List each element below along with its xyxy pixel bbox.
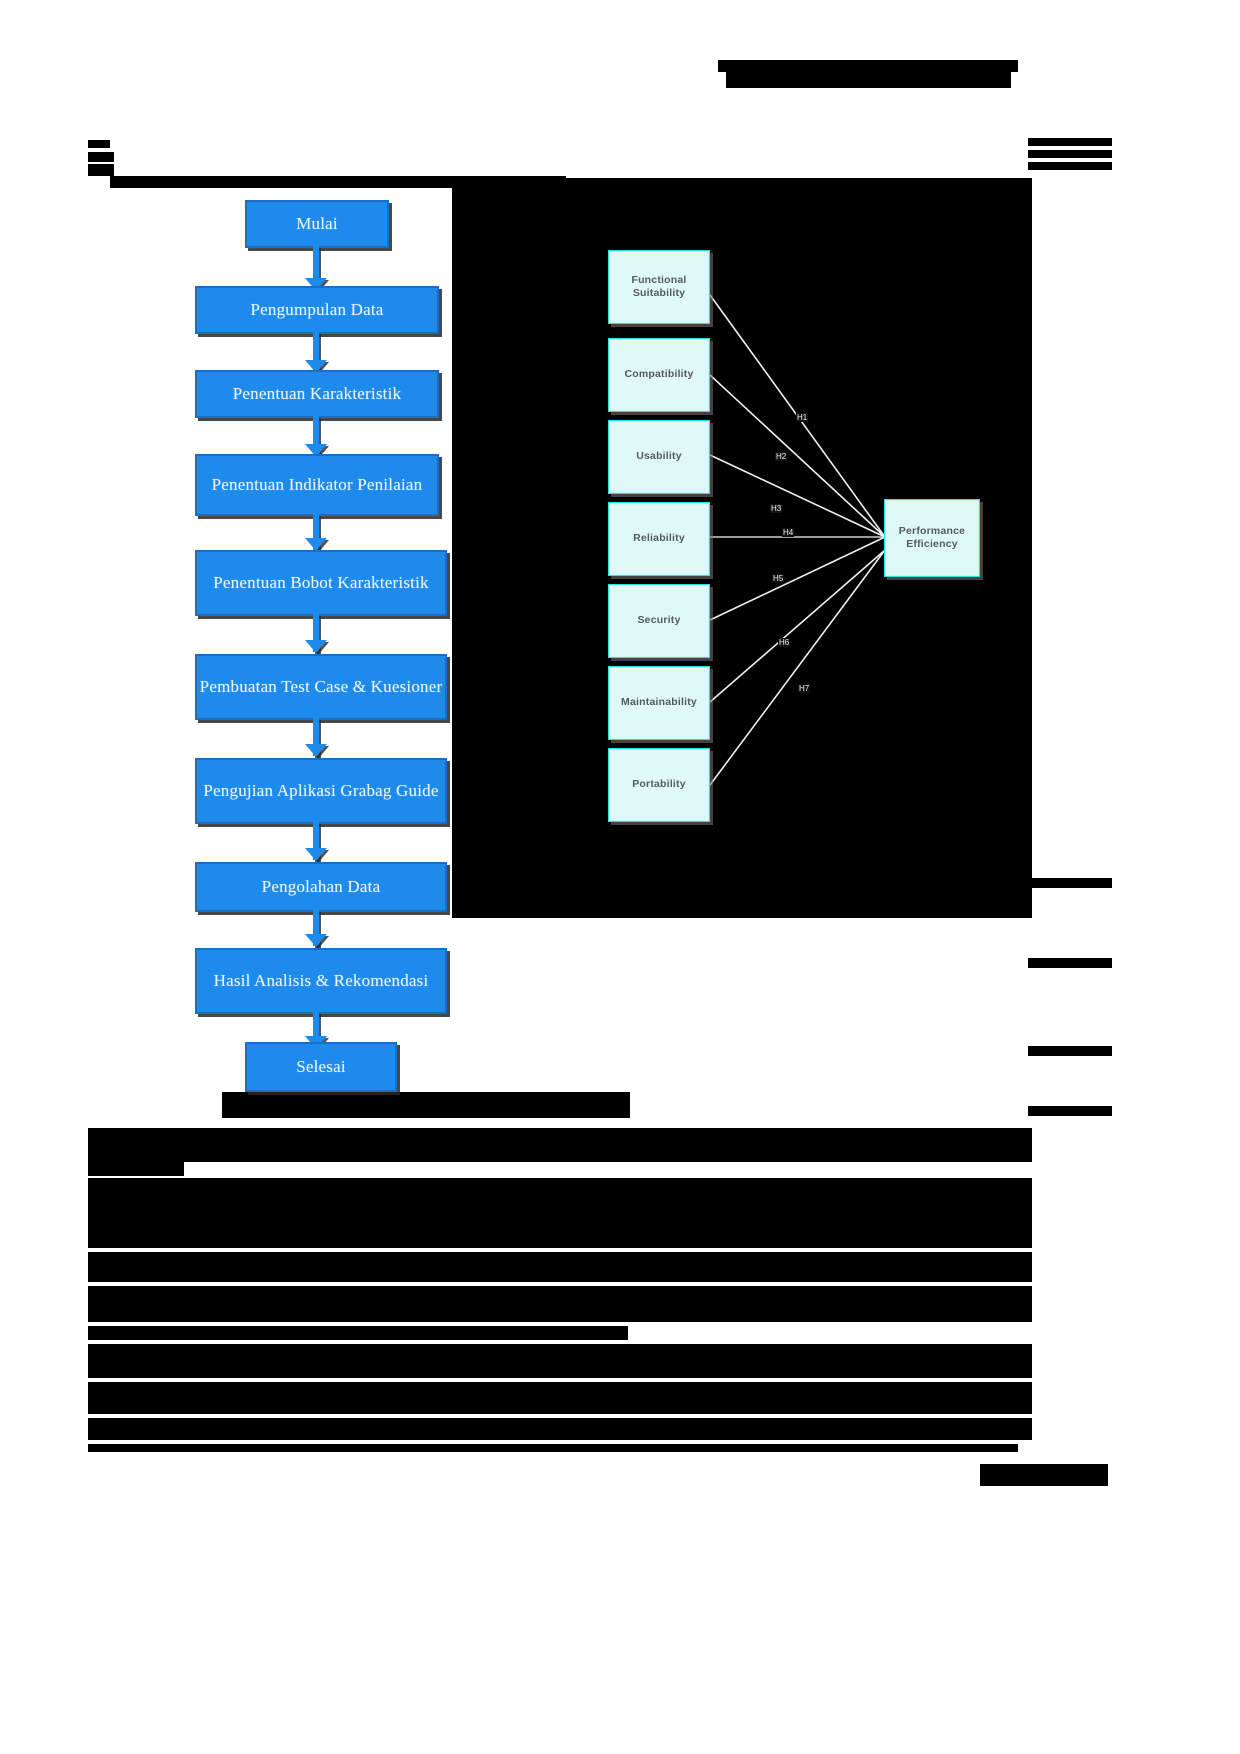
redaction-bar (88, 1326, 628, 1340)
flow-arrow (305, 614, 327, 653)
iso-box-label: Maintainability (621, 696, 697, 709)
edge-label-h3: H3 (770, 504, 783, 513)
iso-box-performance-efficiency: Performance Efficiency (884, 499, 980, 577)
edge-label-h5: H5 (772, 574, 785, 583)
flow-node-label: Penentuan Karakteristik (232, 384, 402, 404)
arrow-shaft (313, 910, 319, 946)
flow-arrow (305, 910, 327, 947)
iso-box-label: Security (637, 614, 681, 627)
redaction-bar (1028, 138, 1112, 146)
redaction-bar (88, 140, 110, 148)
flow-node-penentuan-indikator-penilaian: Penentuan Indikator Penilaian (195, 454, 439, 516)
iso-box-label: Portability (632, 778, 686, 791)
arrow-shaft (313, 416, 319, 456)
arrow-head (305, 538, 327, 551)
redaction-bar (88, 152, 114, 162)
redaction-bar (980, 1464, 1108, 1486)
redaction-bar (142, 1128, 1032, 1148)
arrow-head (305, 360, 327, 373)
iso-box-label: Functional Suitability (631, 273, 687, 299)
flow-node-pengolahan-data: Pengolahan Data (195, 862, 447, 912)
edge-label-h2: H2 (775, 452, 788, 461)
flow-node-hasil-analisis-rekomendasi: Hasil Analisis & Rekomendasi (195, 948, 447, 1014)
flow-node-selesai: Selesai (245, 1042, 397, 1092)
redaction-bar (88, 1418, 1032, 1440)
flow-node-label: Pengujian Aplikasi Grabag Guide (203, 781, 439, 801)
flow-node-label: Pembuatan Test Case & Kuesioner (199, 677, 443, 697)
arrow-shaft (313, 1012, 319, 1048)
arrow-head (305, 444, 327, 457)
flow-node-label: Penentuan Bobot Karakteristik (213, 573, 429, 593)
redaction-bar (88, 1382, 1032, 1414)
edge-label-h6: H6 (778, 638, 791, 647)
redaction-bar (1028, 1046, 1112, 1056)
arrow-shaft (313, 332, 319, 372)
redaction-bar (1028, 162, 1112, 170)
iso-box-usability: Usability (608, 420, 710, 494)
flow-node-pembuatan-test-case-kuesioner: Pembuatan Test Case & Kuesioner (195, 654, 447, 720)
edge-compatibility (709, 374, 886, 538)
flow-node-label: Pengumpulan Data (250, 300, 384, 320)
redaction-bar (1028, 1106, 1112, 1116)
flow-node-penentuan-karakteristik: Penentuan Karakteristik (195, 370, 439, 418)
edge-security (709, 536, 886, 621)
redaction-bar (88, 1162, 184, 1176)
redaction-bar (1028, 878, 1112, 888)
edge-label-h1: H1 (796, 413, 809, 422)
iso-box-label: Reliability (633, 532, 685, 545)
iso-box-label: Performance Efficiency (898, 524, 966, 550)
arrow-head (305, 640, 327, 653)
iso-box-reliability: Reliability (608, 502, 710, 576)
flow-node-label: Mulai (296, 214, 338, 234)
flow-node-pengumpulan-data: Pengumpulan Data (195, 286, 439, 334)
iso-box-maintainability: Maintainability (608, 666, 710, 740)
flow-node-pengujian-aplikasi-grabag-guide: Pengujian Aplikasi Grabag Guide (195, 758, 447, 824)
edge-label-h4: H4 (782, 528, 795, 537)
flow-node-mulai: Mulai (245, 200, 389, 248)
arrow-shaft (313, 246, 319, 290)
flow-arrow (305, 246, 327, 291)
edge-usability (709, 454, 886, 538)
arrow-shaft (313, 614, 319, 652)
flow-arrow (305, 332, 327, 373)
redaction-bar (88, 1286, 1032, 1322)
redaction-bar (88, 1178, 1032, 1248)
iso-quality-diagram: Functional Suitability Compatibility Usa… (600, 240, 1000, 840)
flow-arrow (305, 416, 327, 457)
redaction-bar (1028, 958, 1112, 968)
iso-box-label: Usability (636, 450, 682, 463)
redaction-bar (88, 1444, 1018, 1452)
arrow-shaft (313, 822, 319, 860)
arrow-shaft (313, 514, 319, 550)
redaction-bar (726, 72, 1011, 88)
edge-portability (709, 549, 886, 786)
redaction-bar (88, 1344, 1032, 1378)
flow-node-label: Selesai (296, 1057, 346, 1077)
flow-node-label: Penentuan Indikator Penilaian (211, 475, 423, 495)
edge-maintainability (709, 549, 886, 703)
edge-label-h7: H7 (798, 684, 811, 693)
flow-node-label: Pengolahan Data (261, 877, 381, 897)
flow-node-penentuan-bobot-karakteristik: Penentuan Bobot Karakteristik (195, 550, 447, 616)
arrow-head (305, 744, 327, 757)
flow-node-label: Hasil Analisis & Rekomendasi (213, 971, 429, 991)
redaction-bar (1028, 150, 1112, 158)
iso-box-security: Security (608, 584, 710, 658)
iso-connector-lines (709, 294, 886, 786)
iso-box-label: Compatibility (624, 368, 694, 381)
arrow-shaft (313, 718, 319, 756)
flow-arrow (305, 822, 327, 861)
iso-box-compatibility: Compatibility (608, 338, 710, 412)
redaction-bar (718, 60, 1018, 72)
redaction-bar (88, 1252, 1032, 1282)
arrow-head (305, 934, 327, 947)
arrow-head (305, 848, 327, 861)
redaction-bar (222, 1092, 630, 1118)
iso-box-portability: Portability (608, 748, 710, 822)
flow-arrow (305, 514, 327, 551)
iso-box-functional-suitability: Functional Suitability (608, 250, 710, 324)
redaction-bar (88, 164, 114, 176)
flow-arrow (305, 718, 327, 757)
